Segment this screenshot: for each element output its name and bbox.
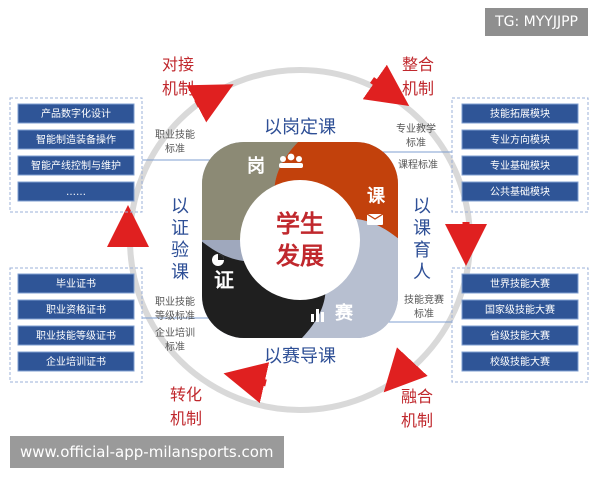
standard-bottom-right-2: 标准 (414, 308, 434, 320)
arrow-bottom-right (383, 347, 428, 393)
arrow-top-right (362, 64, 410, 107)
svg-text:以: 以 (171, 196, 189, 217)
arrow-top-left (186, 84, 234, 123)
standard-top-right-1: 专业教学 (396, 122, 436, 135)
pie-icon (212, 254, 224, 266)
frame-bottom-left (9, 267, 143, 383)
box-item: 毕业证书 (56, 277, 96, 290)
transition-bottom-right-1: 融合 (401, 387, 433, 406)
frame-bottom-right (451, 267, 589, 383)
label-top: 以岗定课 (264, 117, 336, 138)
standard-bottom-left-3: 企业培训 (155, 326, 195, 339)
box-group-bottom-right: 世界技能大赛 国家级技能大赛 省级技能大赛 校级技能大赛 (461, 273, 579, 372)
transition-top-right-2: 机制 (402, 79, 434, 98)
standard-top-left-1: 职业技能 (155, 128, 195, 141)
transition-bottom-left-2: 机制 (170, 409, 202, 428)
frame-top-left (9, 97, 143, 213)
box-group-top-right: 技能拓展模块 专业方向模块 专业基础模块 公共基础模块 (461, 103, 579, 202)
svg-text:以: 以 (413, 196, 431, 217)
svg-text:验: 验 (171, 240, 189, 261)
box-item: 产品数字化设计 (41, 107, 111, 120)
svg-text:课: 课 (413, 218, 431, 239)
standard-bottom-right-1: 技能竞赛 (404, 293, 444, 306)
petal-label-ke: 课 (367, 186, 386, 207)
transition-top-right-1: 整合 (402, 55, 434, 74)
arrow-bottom-left (223, 362, 270, 404)
center-title-line2: 发展 (275, 242, 324, 270)
transition-bottom-left-1: 转化 (170, 385, 202, 404)
transition-bottom-right-2: 机制 (401, 411, 433, 430)
standard-bottom-left-4: 标准 (165, 341, 185, 353)
box-item: 公共基础模块 (490, 185, 550, 198)
frame-top-right (451, 97, 589, 213)
box-item: 国家级技能大赛 (485, 303, 555, 316)
transition-top-left-2: 机制 (162, 79, 194, 98)
standard-top-right-2: 标准 (406, 137, 426, 149)
box-item: 世界技能大赛 (490, 277, 550, 290)
label-left: 以 证 验 课 (171, 196, 189, 283)
box-item: 专业方向模块 (490, 133, 550, 146)
box-item: 职业技能等级证书 (36, 329, 116, 342)
people-icon (279, 153, 303, 168)
box-item: 技能拓展模块 (490, 107, 550, 120)
box-group-top-left: 产品数字化设计 智能制造装备操作 智能产线控制与维护 …… (17, 103, 135, 202)
svg-text:人: 人 (413, 262, 431, 283)
svg-text:课: 课 (171, 262, 189, 283)
standard-top-left-2: 标准 (165, 143, 185, 155)
box-item: 省级技能大赛 (490, 329, 550, 342)
book-icon (366, 213, 384, 225)
transition-top-left-1: 对接 (162, 55, 194, 74)
svg-text:证: 证 (171, 218, 189, 239)
watermark-url: www.official-app-milansports.com (10, 436, 284, 468)
box-item: 智能产线控制与维护 (31, 159, 121, 172)
box-item: 专业基础模块 (490, 159, 550, 172)
petal-label-sai: 赛 (334, 302, 354, 324)
box-item: 职业资格证书 (46, 303, 106, 316)
box-item: …… (66, 187, 86, 198)
watermark-top: TG: MYYJJPP (485, 8, 588, 36)
box-item: 企业培训证书 (46, 355, 106, 368)
center-disc (240, 180, 360, 300)
box-item: 校级技能大赛 (490, 355, 550, 368)
bar-chart-icon (311, 309, 324, 322)
box-group-bottom-left: 毕业证书 职业资格证书 职业技能等级证书 企业培训证书 (17, 273, 135, 372)
svg-text:育: 育 (413, 240, 431, 261)
standard-bottom-left-1: 职业技能 (155, 295, 195, 308)
standard-bottom-left-2: 等级标准 (155, 309, 195, 322)
label-bottom: 以赛导课 (264, 346, 336, 367)
petal-label-zheng: 证 (214, 268, 234, 292)
petal-label-gang: 岗 (247, 155, 265, 177)
standard-top-right-3: 课程标准 (398, 159, 438, 171)
box-item: 智能制造装备操作 (36, 133, 116, 146)
arrows (107, 64, 487, 404)
label-right: 以 课 育 人 (413, 196, 431, 283)
center-title-line1: 学生 (276, 210, 324, 238)
